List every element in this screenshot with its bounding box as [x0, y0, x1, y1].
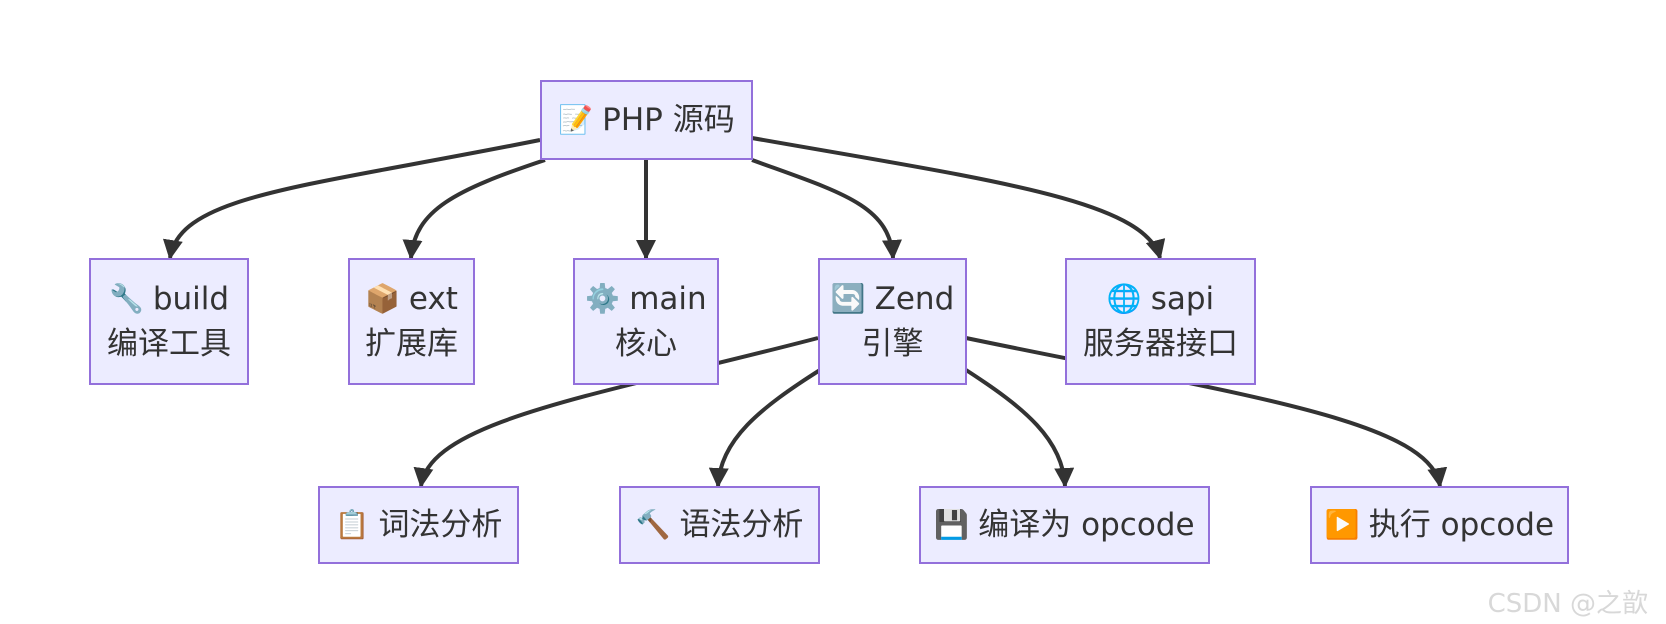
play-button-icon: ▶️: [1324, 507, 1360, 541]
edge-root-build: [162, 138, 541, 260]
gear-icon: ⚙️: [585, 281, 621, 315]
node-compile-line: 💾 编译为 opcode: [934, 503, 1194, 548]
node-main-label: main: [629, 280, 707, 317]
node-main[interactable]: ⚙️ main 核心: [573, 258, 719, 385]
floppy-disk-icon: 💾: [934, 507, 970, 541]
node-parser-line: 🔨 语法分析: [636, 503, 804, 548]
node-lexer-label: 词法分析: [378, 506, 503, 543]
refresh-icon: 🔄: [830, 281, 866, 315]
hammer-icon: 🔨: [635, 507, 671, 541]
memo-icon: 📝: [558, 102, 594, 136]
node-ext-label: ext: [408, 280, 458, 317]
edge-root-sapi: [751, 136, 1166, 260]
node-build-label: build: [152, 280, 230, 317]
node-compile[interactable]: 💾 编译为 opcode: [919, 486, 1210, 564]
edge-zend-lexer: [413, 336, 819, 488]
node-build[interactable]: 🔧 build 编译工具: [89, 258, 249, 385]
node-parser-label: 语法分析: [679, 506, 804, 543]
node-build-line: 🔧 build: [109, 277, 229, 322]
node-sapi-label: sapi: [1150, 280, 1215, 317]
node-ext-desc: 扩展库: [365, 325, 458, 362]
watermark: CSDN @之歆: [1487, 589, 1648, 619]
node-sapi[interactable]: 🌐 sapi 服务器接口: [1065, 258, 1256, 385]
package-icon: 📦: [365, 281, 400, 315]
edge-root-ext: [402, 158, 546, 260]
edge-root-zend: [751, 158, 902, 260]
node-execute-label: 执行 opcode: [1368, 506, 1555, 543]
node-sapi-line: 🌐 sapi: [1107, 277, 1214, 322]
node-main-desc: 核心: [615, 325, 677, 362]
node-php-source[interactable]: 📝 PHP 源码: [540, 80, 753, 160]
node-execute-line: ▶️ 执行 opcode: [1325, 503, 1554, 548]
node-ext[interactable]: 📦 ext 扩展库: [348, 258, 475, 385]
wrench-icon: 🔧: [108, 281, 144, 315]
node-parser[interactable]: 🔨 语法分析: [619, 486, 820, 564]
node-zend-line: 🔄 Zend: [831, 277, 955, 322]
node-sapi-desc: 服务器接口: [1083, 325, 1238, 362]
node-build-desc: 编译工具: [107, 325, 231, 362]
node-zend[interactable]: 🔄 Zend 引擎: [818, 258, 967, 385]
node-php-source-label: PHP 源码: [602, 101, 735, 138]
node-main-line: ⚙️ main: [585, 277, 706, 322]
node-zend-label: Zend: [874, 280, 955, 317]
node-lexer[interactable]: 📋 词法分析: [318, 486, 519, 564]
node-execute[interactable]: ▶️ 执行 opcode: [1310, 486, 1569, 564]
node-lexer-line: 📋 词法分析: [335, 503, 503, 548]
globe-icon: 🌐: [1106, 281, 1142, 315]
node-php-source-line: 📝 PHP 源码: [558, 98, 734, 143]
edge-zend-parser: [708, 368, 822, 488]
clipboard-icon: 📋: [334, 507, 370, 541]
node-compile-label: 编译为 opcode: [978, 506, 1195, 543]
edge-zend-compile: [964, 368, 1075, 488]
node-ext-line: 📦 ext: [365, 277, 458, 322]
node-zend-desc: 引擎: [861, 325, 924, 362]
